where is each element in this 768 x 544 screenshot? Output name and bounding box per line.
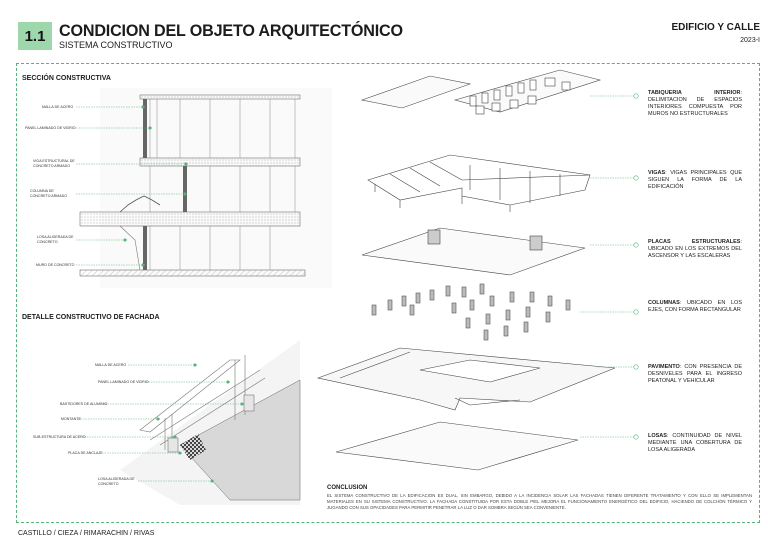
layer-leaders <box>580 93 639 440</box>
section-label: MALLA DE ACERO <box>42 105 74 109</box>
section-title-constructive: SECCIÓN CONSTRUCTIVA <box>22 75 111 82</box>
section-label: COLUMNA DE CONCRETO ARMADO <box>30 189 68 198</box>
project-year: 2023-I <box>740 37 760 44</box>
page-title: CONDICION DEL OBJETO ARQUITECTÓNICO <box>59 21 403 40</box>
facade-label: MONTANTE <box>61 417 81 421</box>
facade-label: BASTIDORES DE ALUMINIO <box>60 402 108 406</box>
section-label: VIGA ESTRUCTURAL DE CONCRETO ARMADO <box>33 159 75 168</box>
section-label: MURO DE CONCRETO <box>36 263 75 267</box>
section-number-badge: 1.1 <box>18 22 52 50</box>
layer-columnas-drawing <box>371 283 571 341</box>
exploded-axonometric <box>316 69 616 471</box>
layer-description-placas: PLACAS ESTRUCTURALES: UBICADO EN LOS EXT… <box>648 239 742 259</box>
facade-label: MALLA DE ACERO <box>95 363 127 367</box>
layer-description-columnas: COLUMNAS: UBICADO EN LOS EJES, CON FORMA… <box>648 300 742 313</box>
section-label: LOSA ALIGERADA DE CONCRETO <box>37 235 74 244</box>
layer-losas-drawing <box>335 421 579 471</box>
facade-detail-drawing <box>78 340 301 505</box>
layer-placas-drawing <box>361 227 586 276</box>
content-frame <box>16 63 760 523</box>
layer-description-vigas: VIGAS: VIGAS PRINCIPALES QUE SIGUEN LA F… <box>648 170 742 190</box>
constructive-section-drawing <box>76 88 332 288</box>
project-name: EDIFICIO Y CALLE <box>671 22 760 33</box>
facade-label: PLACA DE ANCLAJE <box>68 451 103 455</box>
facade-label: LOSA ALIGERADA DE CONCRETO <box>98 477 135 486</box>
conclusion-text: EL SISTEMA CONSTRUCTIVO DE LA EDIFICACIO… <box>327 493 752 510</box>
layer-description-tabiqueria: TABIQUERIA INTERIOR: DELIMITACION DE ESP… <box>648 90 742 117</box>
layer-vigas-drawing <box>367 154 591 212</box>
section-title-facade: DETALLE CONSTRUCTIVO DE FACHADA <box>22 314 160 321</box>
section-label: PANEL LAMINADO DE VIDRIO <box>25 126 76 130</box>
layer-tabiqueria-drawing <box>360 69 602 115</box>
facade-label: PANEL LAMINADO DE VIDRIO <box>98 380 149 384</box>
facade-label: SUB-ESTRUCTURA DE ACERO <box>33 435 86 439</box>
layer-description-pavimento: PAVIMENTO: CON PRESENCIA DE DESNIVELES P… <box>648 364 742 384</box>
page-subtitle: SISTEMA CONSTRUCTIVO <box>59 40 173 50</box>
authors: CASTILLO / CIEZA / RIMARACHIN / RIVAS <box>18 530 155 537</box>
conclusion-title: CONCLUSION <box>327 485 368 491</box>
layer-pavimento-drawing <box>316 347 616 411</box>
layer-description-losas: LOSAS: CONTINUIDAD DE NIVEL MEDIANTE UNA… <box>648 433 742 453</box>
